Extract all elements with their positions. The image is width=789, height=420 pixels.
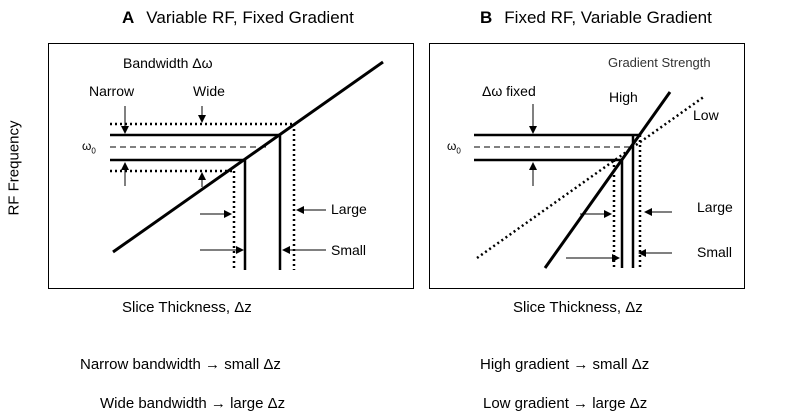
panel-b-low-gradient-line xyxy=(476,94,706,260)
panel-b-large-arrowhead-right xyxy=(644,208,652,216)
panel-a-wide-label: Wide xyxy=(193,83,225,99)
panel-b-note-2: Low gradient → large Δz xyxy=(483,395,648,412)
panel-b-x-axis-label: Slice Thickness, Δz xyxy=(513,299,643,316)
panel-a-narrow-arrowhead-up xyxy=(121,162,129,170)
panel-b-title: B Fixed RF, Variable Gradient xyxy=(480,9,712,26)
panel-a-bandwidth-label: Bandwidth Δω xyxy=(123,55,213,71)
panel-b-fixed-arrowhead-down xyxy=(529,126,537,134)
panel-a-narrow-arrowhead-down xyxy=(121,126,129,134)
panel-a-wide-arrowhead-up xyxy=(198,172,206,180)
panel-b-omega-sub: 0 xyxy=(456,146,461,156)
panel-a-small-arrowhead-right xyxy=(236,246,244,254)
panel-b-high-label: High xyxy=(609,89,638,105)
panel-a-narrow-label: Narrow xyxy=(89,83,135,99)
panel-b-large-label: Large xyxy=(697,199,733,215)
panel-a-omega-label: ω0 xyxy=(82,140,96,155)
panel-a-small-arrowhead-left xyxy=(224,210,232,218)
panel-a-title: A Variable RF, Fixed Gradient xyxy=(122,9,354,26)
panel-b-high-gradient-line xyxy=(543,91,672,269)
panel-a-large-arrowhead xyxy=(296,206,304,214)
panel-b-large-arrowhead-left xyxy=(604,210,612,218)
panel-a-omega-sub: 0 xyxy=(91,146,96,156)
panel-b-fixed-label: Δω fixed xyxy=(482,83,536,99)
panel-b-small-label: Small xyxy=(697,244,733,260)
panel-b-omega-label: ω0 xyxy=(447,140,461,155)
panel-b-frame xyxy=(429,43,745,289)
panel-a-omega-symbol: ω xyxy=(82,139,92,153)
panel-a-x-axis-label: Slice Thickness, Δz xyxy=(122,299,252,316)
panel-b-fixed-arrowhead-up xyxy=(529,162,537,170)
panel-a-title-text: Variable RF, Fixed Gradient xyxy=(146,8,354,27)
panel-b-small-arrowhead-right xyxy=(638,249,646,257)
panel-b-low-label: Low xyxy=(693,107,719,123)
panel-a-large-label: Large xyxy=(331,201,367,217)
panel-a-note-2: Wide bandwidth → large Δz xyxy=(100,395,286,412)
panel-a-small-arrowhead2 xyxy=(282,246,290,254)
panel-b-note-1: High gradient → small Δz xyxy=(480,356,650,373)
panel-b-title-text: Fixed RF, Variable Gradient xyxy=(504,8,712,27)
panel-b-gradient-strength-label: Gradient Strength xyxy=(608,55,711,70)
panel-a-letter: A xyxy=(122,8,135,27)
panel-a-note-1: Narrow bandwidth → small Δz xyxy=(80,356,281,373)
panel-b-omega-symbol: ω xyxy=(447,139,457,153)
panel-a-gradient-line xyxy=(112,60,384,254)
panel-a-frame xyxy=(48,43,414,289)
panel-b-letter: B xyxy=(480,8,493,27)
panel-a-wide-arrowhead-down xyxy=(198,115,206,123)
panel-a-small-label: Small xyxy=(331,242,367,258)
panel-b-small-arrowhead-left xyxy=(612,254,620,262)
